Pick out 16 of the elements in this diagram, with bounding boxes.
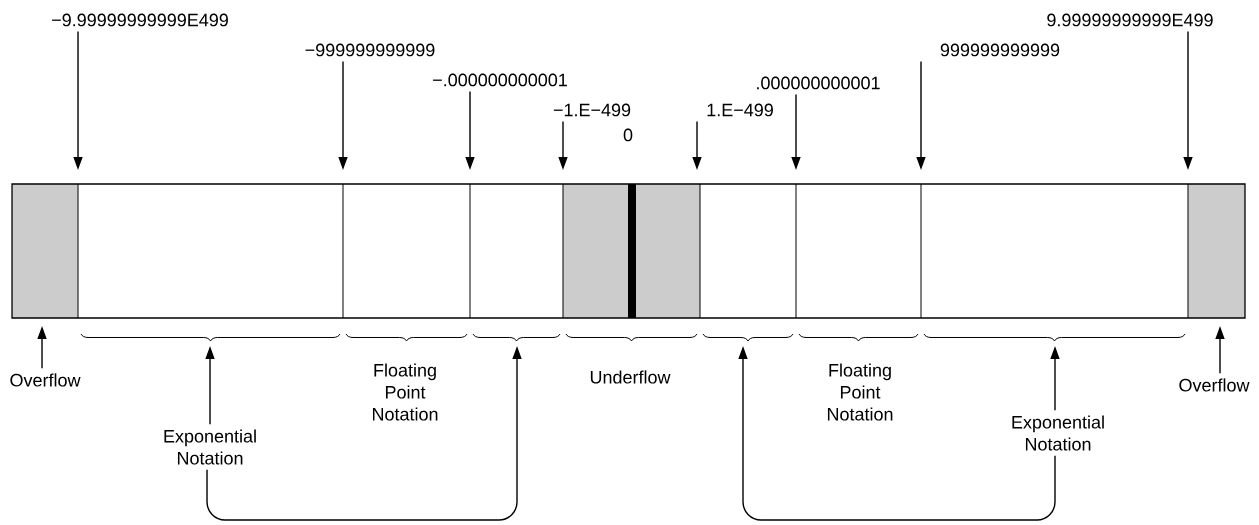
region-label: 0	[623, 128, 633, 142]
value-label: .000000000001	[757, 76, 880, 90]
value-label: −.000000000001	[433, 73, 567, 87]
value-label: −9.99999999999E499	[52, 13, 228, 27]
value-label: 1.E−499	[707, 103, 773, 117]
region-label: Overflow	[10, 373, 81, 387]
region-label: Overflow	[1179, 378, 1250, 392]
value-label: −999999999999	[305, 43, 435, 57]
value-label: −1.E−499	[553, 103, 631, 117]
region-label: Floating Point Notation	[372, 363, 438, 421]
region-label: Exponential Notation	[1012, 415, 1104, 451]
value-label: 9.99999999999E499	[1047, 13, 1213, 27]
value-label: 999999999999	[940, 43, 1060, 57]
region-label: Underflow	[590, 370, 671, 384]
region-label: Exponential Notation	[164, 429, 256, 465]
region-label: Floating Point Notation	[827, 363, 893, 421]
